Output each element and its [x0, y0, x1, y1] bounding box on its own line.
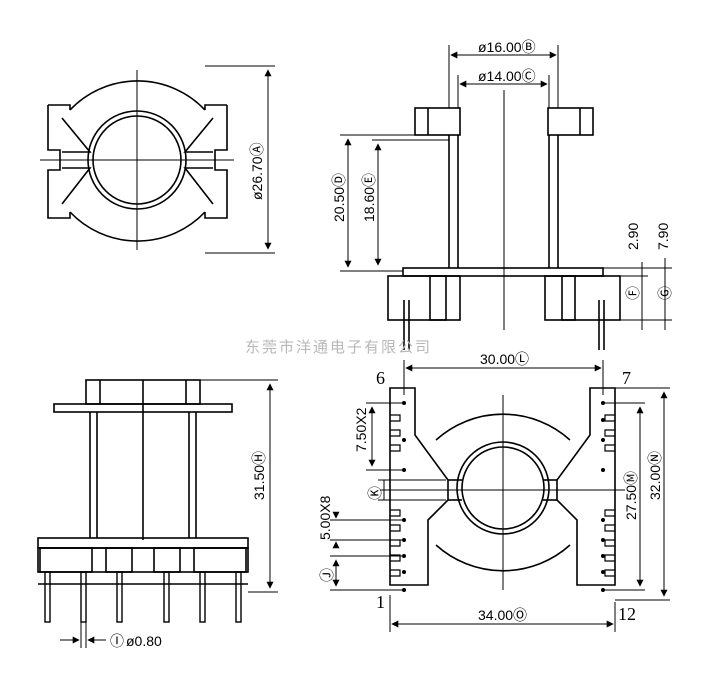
dim-label-g: Ⓖ: [657, 286, 673, 300]
dim-label-k: Ⓚ: [367, 486, 383, 500]
dimension-top-inner-c: [457, 75, 550, 108]
pin-view-slots-right: [604, 414, 615, 577]
dim-label-i: Ⓘ: [110, 633, 124, 649]
dim-label-height-e: 18.60Ⓔ: [361, 173, 377, 222]
dim-label-small-2: 7.90: [655, 223, 671, 250]
dim-label-height-d: 20.50Ⓓ: [331, 173, 347, 222]
dim-label-width-o: 34.00Ⓞ: [478, 607, 527, 623]
dimension-right-m-n: [605, 387, 670, 601]
company-watermark: 东莞市洋通电子有限公司: [245, 338, 432, 356]
dim-label-pitch-y: 7.50X2: [353, 407, 369, 452]
dimension-pitch-y: [366, 402, 402, 471]
dim-label-height-h: 31.50Ⓗ: [251, 451, 267, 500]
dim-label-top-outer-b: ø16.00Ⓑ: [478, 39, 536, 55]
dimension-pitch-x: [330, 511, 402, 549]
pin-view: [380, 387, 625, 590]
dimension-width-o: [389, 595, 616, 632]
dimension-j: [330, 555, 402, 591]
dim-label-pitch-x: 5.00X8: [317, 495, 333, 540]
dim-label-width-l: 30.00Ⓛ: [480, 351, 529, 367]
side-view: [37, 379, 249, 585]
dim-label-right-n: 32.00Ⓝ: [647, 451, 663, 500]
pin-number-6: 6: [376, 368, 385, 388]
dim-label-f: Ⓕ: [625, 286, 641, 300]
pin-number-1: 1: [376, 592, 385, 612]
dim-label-diameter-a: ø26.70Ⓐ: [249, 142, 265, 200]
dimension-width-l: [403, 360, 604, 395]
dimension-pin-dia: [60, 622, 106, 648]
top-view: [40, 70, 234, 250]
dim-label-top-inner-c: ø14.00Ⓒ: [478, 68, 536, 84]
pin-view-slots-left: [390, 414, 401, 577]
dimension-height-d: [340, 134, 449, 272]
dimension-height-h: [200, 379, 278, 593]
pin-number-12: 12: [618, 604, 636, 624]
dim-label-j: Ⓙ: [319, 568, 335, 582]
dim-label-right-m: 27.50Ⓜ: [623, 471, 639, 520]
dim-label-pin-dia: ø0.80: [126, 633, 162, 649]
dimension-diameter-a: ø26.70Ⓐ: [205, 65, 275, 254]
dimension-top-outer-b: [448, 45, 559, 108]
pin-view-holes: [402, 401, 605, 592]
pin-number-7: 7: [622, 368, 631, 388]
front-view: [387, 90, 621, 350]
dim-label-small-1: 2.90: [625, 223, 641, 250]
side-view-pins: [44, 571, 242, 623]
dimension-small-right: [603, 258, 672, 330]
dimension-k: [378, 479, 446, 501]
